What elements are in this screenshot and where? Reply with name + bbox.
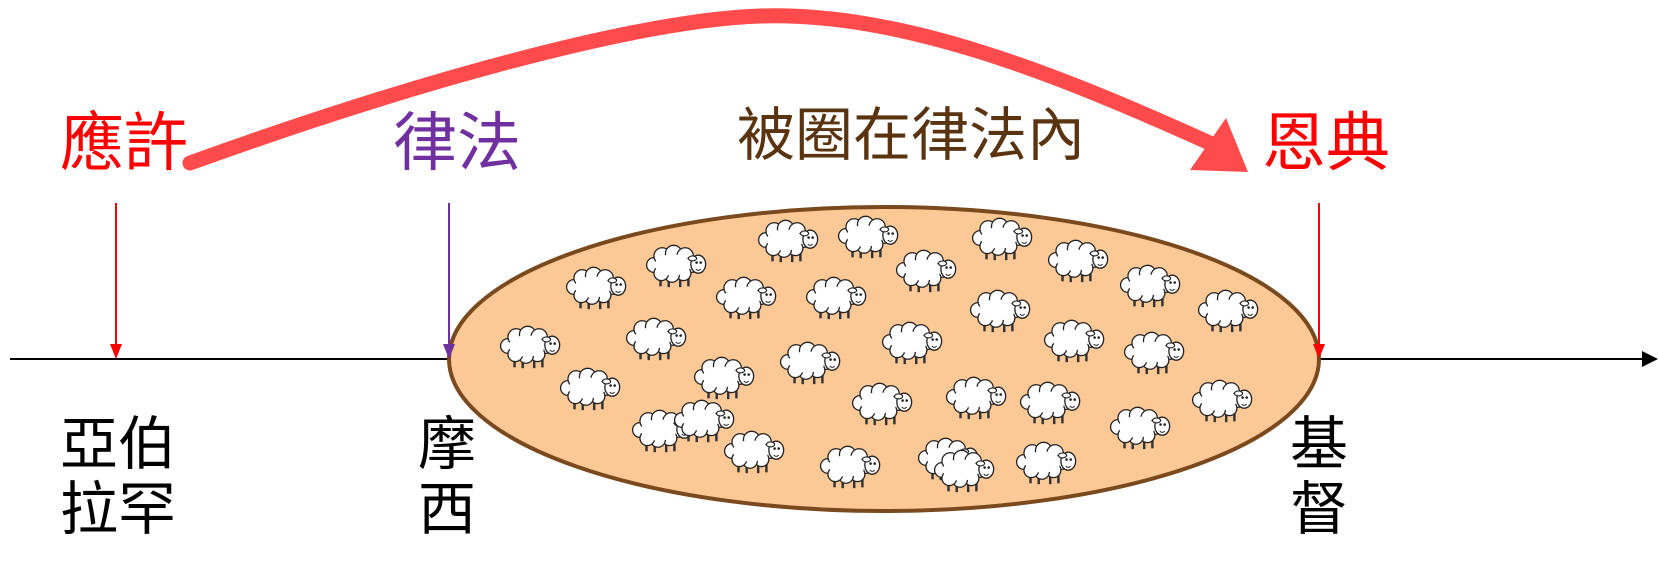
timeline-arrowhead — [1642, 351, 1658, 367]
promise-marker-arrowhead — [110, 344, 122, 359]
christ-name-line-1: 基 — [1290, 410, 1349, 478]
moses-name-line-2: 西 — [418, 474, 477, 543]
enclosed-label: 被圈在律法內 — [737, 101, 1086, 169]
law-marker-arrowhead — [443, 344, 455, 359]
moses-name: 摩 西 — [418, 412, 476, 542]
christ-name: 基 督 — [1290, 412, 1348, 542]
arc-arrowhead — [1190, 118, 1248, 172]
grace-label: 恩典 — [1262, 107, 1390, 181]
abraham-name-line-2: 拉罕 — [60, 474, 177, 543]
abraham-name: 亞伯 拉罕 — [60, 412, 176, 542]
promise-label: 應許 — [60, 107, 188, 181]
curved-arrow-icon — [182, 8, 1233, 171]
christ-name-line-2: 督 — [1290, 474, 1349, 543]
abraham-name-line-1: 亞伯 — [60, 410, 177, 478]
law-label: 律法 — [393, 107, 521, 181]
grace-marker-arrowhead — [1313, 344, 1325, 359]
law-enclosure-ellipse — [447, 205, 1321, 513]
moses-name-line-1: 摩 — [418, 410, 477, 478]
